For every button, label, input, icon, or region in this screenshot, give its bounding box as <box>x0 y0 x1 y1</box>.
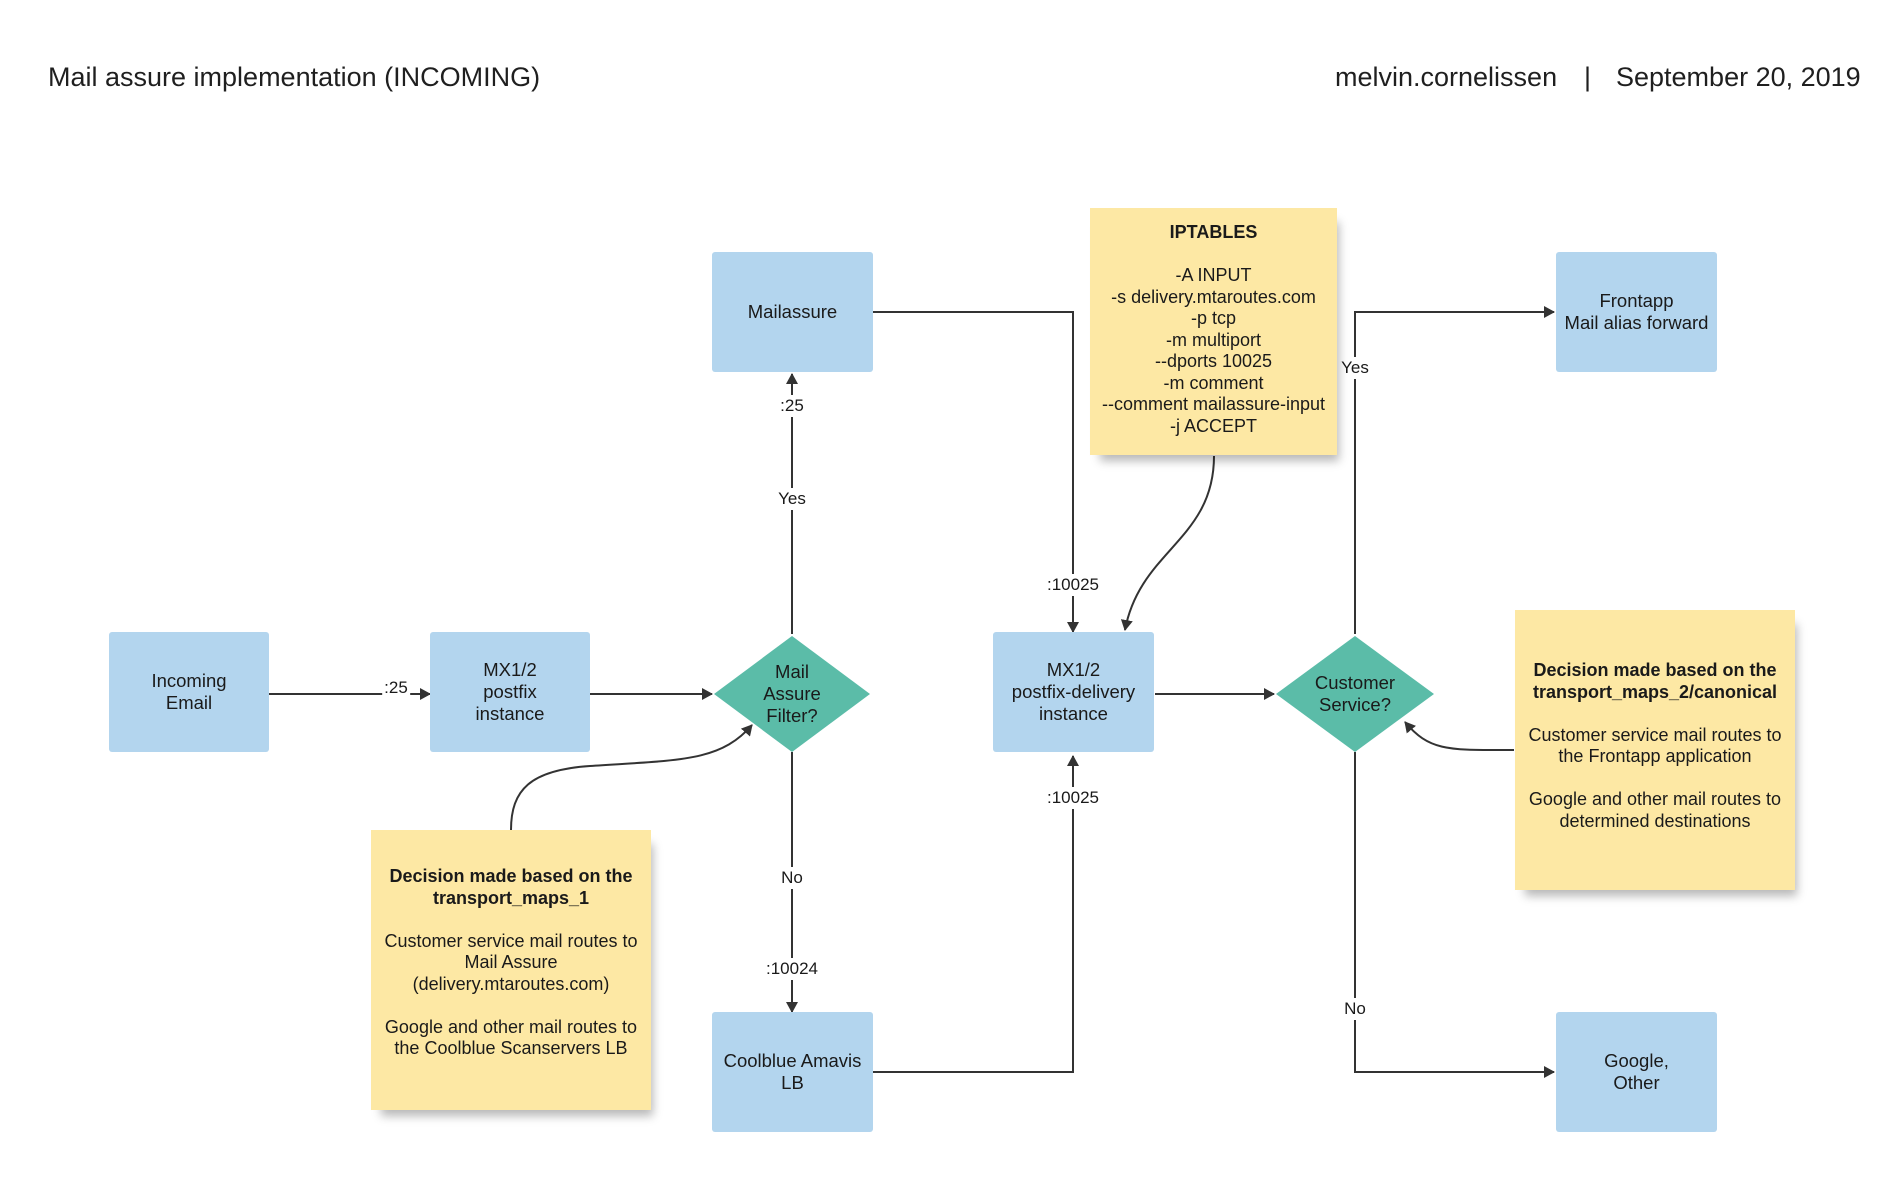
iptables-rule-line: -j ACCEPT <box>1169 415 1257 436</box>
note-spacer <box>1090 244 1337 266</box>
edge-label-port10024: :10024 <box>764 958 820 980</box>
author-name: melvin.cornelissen <box>1335 62 1558 92</box>
note-iptables: IPTABLES -A INPUT -s delivery.mtaroutes.… <box>1090 208 1337 455</box>
edge-label-no-cs: No <box>1342 998 1368 1020</box>
node-label: Google, Other <box>1604 1050 1669 1093</box>
decision-label: Customer Service? <box>1314 672 1396 715</box>
node-frontapp: Frontapp Mail alias forward <box>1556 252 1717 372</box>
edge-label-port10025-bottom: :10025 <box>1045 787 1101 809</box>
edge-label-yes-filter: Yes <box>776 488 808 510</box>
edge-label-yes-cs: Yes <box>1339 357 1371 379</box>
decision-label: Mail Assure Filter? <box>763 661 821 726</box>
node-label: Mailassure <box>747 301 838 322</box>
mail-assure-filter-diamond <box>714 636 870 752</box>
note-transport-maps-1: Decision made based on the transport_map… <box>371 830 651 1110</box>
note-spacer <box>371 909 651 931</box>
note-transport2-para1: Customer service mail routes to the Fron… <box>1528 724 1782 767</box>
node-mailassure: Mailassure <box>712 252 873 372</box>
note-transport1-para1: Customer service mail routes to Mail Ass… <box>384 930 638 994</box>
decision-customer-service: Customer Service? <box>1276 636 1434 752</box>
node-label: Frontapp Mail alias forward <box>1564 290 1709 333</box>
edge-label-no-filter: No <box>779 867 805 889</box>
note-transport1-title: Decision made based on the transport_map… <box>389 866 633 908</box>
node-coolblue-amavis: Coolblue Amavis LB <box>712 1012 873 1132</box>
node-mx-postfix-delivery: MX1/2 postfix-delivery instance <box>993 632 1154 752</box>
node-label: Incoming Email <box>151 670 227 713</box>
edge-amavis-to-delivery <box>873 755 1079 1073</box>
node-google-other: Google, Other <box>1556 1012 1717 1132</box>
note-spacer <box>371 995 651 1017</box>
iptables-rule-line: -m comment <box>1163 372 1264 393</box>
header-separator: | <box>1584 62 1592 92</box>
node-label: Coolblue Amavis LB <box>723 1050 862 1093</box>
note-transport1-para2: Google and other mail routes to the Cool… <box>384 1016 638 1059</box>
note-transport2-title: Decision made based on the transport_map… <box>1532 660 1778 702</box>
page-title: Mail assure implementation (INCOMING) <box>48 62 541 92</box>
note-spacer <box>1515 768 1795 790</box>
note-iptables-title: IPTABLES <box>1169 222 1258 242</box>
node-mx-postfix: MX1/2 postfix instance <box>430 632 590 752</box>
iptables-rule-line: -m multiport <box>1165 329 1261 350</box>
edge-label-port10025-top: :10025 <box>1045 574 1101 596</box>
node-label: MX1/2 postfix-delivery instance <box>1011 659 1136 724</box>
node-label: MX1/2 postfix instance <box>475 659 545 724</box>
iptables-rule-line: -p tcp <box>1190 308 1237 328</box>
iptables-rule-line: --comment mailassure-input <box>1101 394 1326 414</box>
edge-cs-no-to-google <box>1354 752 1555 1078</box>
decision-mail-assure-filter: Mail Assure Filter? <box>714 636 870 752</box>
iptables-rule-line: -s delivery.mtaroutes.com <box>1111 286 1316 307</box>
edge-mailassure-to-delivery <box>873 311 1079 633</box>
edge-label-port25-up: :25 <box>778 395 806 417</box>
edge-note-transport1-to-filter <box>510 724 753 831</box>
customer-service-diamond <box>1276 636 1434 752</box>
node-incoming-email: Incoming Email <box>109 632 269 752</box>
edge-label-port25-in: :25 <box>382 677 410 699</box>
edge-note-transport2-to-cs <box>1404 721 1515 752</box>
note-transport-maps-2: Decision made based on the transport_map… <box>1515 610 1795 890</box>
iptables-rule-line: --dports 10025 <box>1154 351 1273 371</box>
note-transport2-para2: Google and other mail routes to determin… <box>1528 789 1782 831</box>
edge-note-iptables-to-delivery <box>1120 455 1215 631</box>
document-date: September 20, 2019 <box>1616 62 1861 92</box>
iptables-rule-line: -A INPUT <box>1175 265 1252 285</box>
edge-cs-yes-to-frontapp <box>1354 306 1555 634</box>
note-spacer <box>1515 703 1795 725</box>
